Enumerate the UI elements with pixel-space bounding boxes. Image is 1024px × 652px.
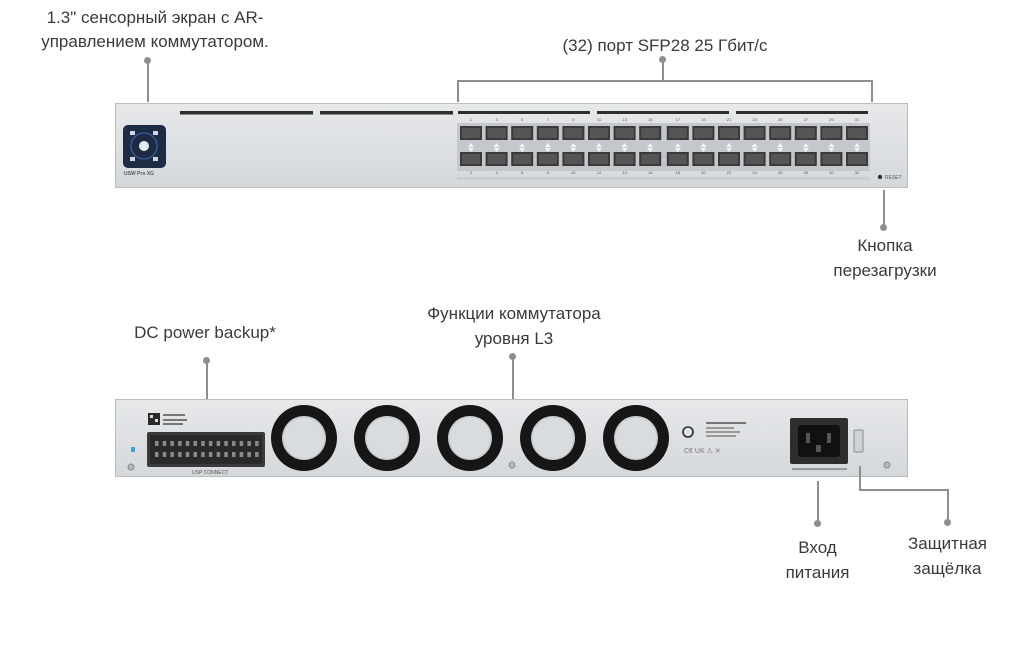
- usp-pin: [247, 452, 251, 457]
- usp-pin: [209, 452, 213, 457]
- usp-pin: [232, 452, 236, 457]
- latch-leader-horizontal: [859, 489, 949, 491]
- power-callout-line1: Вход: [760, 536, 875, 560]
- usp-pin: [194, 441, 198, 446]
- screw: [884, 462, 890, 468]
- latch-callout-line1: Защитная: [885, 532, 1010, 556]
- usp-pin: [155, 452, 159, 457]
- usp-pin: [178, 452, 182, 457]
- screw: [128, 464, 134, 470]
- usp-pin: [217, 441, 221, 446]
- status-indicator: [131, 447, 135, 452]
- usp-pin: [163, 452, 167, 457]
- usp-pin: [186, 441, 190, 446]
- usp-pin: [178, 441, 182, 446]
- usp-pin: [209, 441, 213, 446]
- qr-code: [148, 413, 160, 425]
- cert-marks: C€ UK ⚠ ✕: [684, 447, 721, 455]
- cooling-fans: [271, 405, 669, 471]
- usp-pin: [201, 441, 205, 446]
- usp-pin: [224, 441, 228, 446]
- usp-pin: [247, 441, 251, 446]
- usp-pin: [240, 452, 244, 457]
- usp-pin: [217, 452, 221, 457]
- protective-latch: [854, 430, 863, 452]
- usp-pin: [155, 441, 159, 446]
- latch-leader-drop: [859, 466, 861, 490]
- usp-pin: [255, 452, 259, 457]
- usp-pin: [201, 452, 205, 457]
- ubiquiti-logo-icon: [683, 427, 693, 437]
- usp-pin: [224, 452, 228, 457]
- usp-pin: [170, 452, 174, 457]
- latch-leader-vertical: [947, 489, 949, 521]
- power-leader-dot: [814, 520, 821, 527]
- usp-pin: [163, 441, 167, 446]
- usp-pin: [255, 441, 259, 446]
- usp-pin: [186, 452, 190, 457]
- power-leader-line: [817, 481, 819, 523]
- usp-pin: [194, 452, 198, 457]
- power-callout-line2: питания: [760, 561, 875, 585]
- usp-pin: [240, 441, 244, 446]
- usp-pin: [170, 441, 174, 446]
- usp-pin: [232, 441, 236, 446]
- screw: [509, 462, 515, 468]
- latch-leader-dot: [944, 519, 951, 526]
- latch-callout-line2: защёлка: [885, 557, 1010, 581]
- usp-connector-label: USP CONNECT: [192, 470, 228, 476]
